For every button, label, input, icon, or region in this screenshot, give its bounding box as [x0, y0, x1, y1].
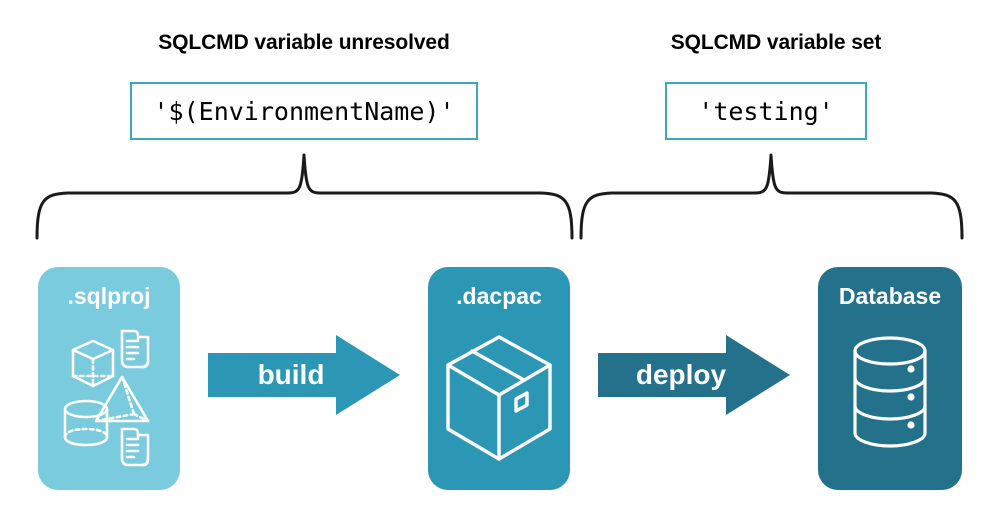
- script-scroll-icon: [120, 427, 150, 467]
- cube-icon: [71, 339, 115, 388]
- sqlcmd-variable-set-value: 'testing': [698, 96, 834, 126]
- sqlcmd-variable-unresolved-box: '$(EnvironmentName)': [130, 82, 478, 140]
- brace-left: [35, 153, 574, 240]
- database-cylinder-icon: [853, 336, 927, 448]
- section-heading-left: SQLCMD variable unresolved: [158, 31, 450, 54]
- dacpac-artwork: [428, 317, 570, 482]
- stage-box-database[interactable]: Database: [818, 267, 962, 490]
- arrow-build: build: [208, 333, 400, 417]
- sqlproj-artwork: [38, 317, 180, 482]
- stage-label-database: Database: [838, 283, 942, 309]
- stage-box-dacpac[interactable]: .dacpac: [428, 267, 570, 490]
- arrow-build-shape: [208, 335, 400, 415]
- database-artwork: [818, 317, 962, 482]
- sqlcmd-variable-unresolved-value: '$(EnvironmentName)': [153, 96, 455, 126]
- script-scroll-icon: [120, 329, 150, 369]
- arrow-deploy: deploy: [598, 333, 790, 417]
- section-heading-right: SQLCMD variable set: [670, 31, 882, 54]
- cylinder-icon: [63, 399, 109, 447]
- stage-box-sqlproj[interactable]: .sqlproj: [38, 267, 180, 490]
- stage-label-dacpac: .dacpac: [456, 283, 542, 309]
- package-box-icon: [446, 335, 552, 461]
- arrow-deploy-shape: [598, 335, 790, 415]
- brace-right: [579, 153, 964, 240]
- pyramid-icon: [94, 375, 150, 423]
- stage-label-sqlproj: .sqlproj: [67, 283, 151, 309]
- sqlcmd-variable-set-box: 'testing': [665, 82, 867, 140]
- sqlproj-icon-group: [63, 329, 150, 467]
